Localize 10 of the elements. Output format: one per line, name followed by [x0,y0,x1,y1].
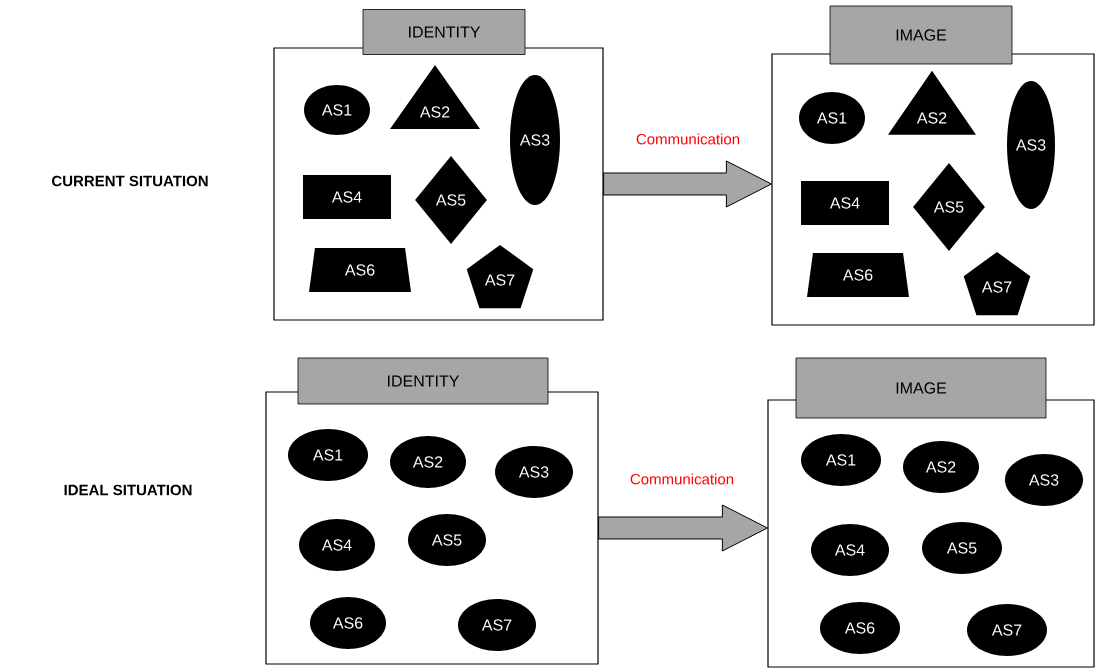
row-label: CURRENT SITUATION [52,175,208,187]
edge-label: Communication [628,472,736,486]
block-arrow [598,504,768,552]
header-box: IMAGE [829,5,1013,65]
edge-label: Communication [634,132,742,146]
header-box: IDENTITY [362,9,526,55]
header-box: IMAGE [795,357,1047,419]
header-box: IDENTITY [297,357,549,405]
block-arrow [603,160,772,208]
row-label: IDEAL SITUATION [64,484,192,496]
